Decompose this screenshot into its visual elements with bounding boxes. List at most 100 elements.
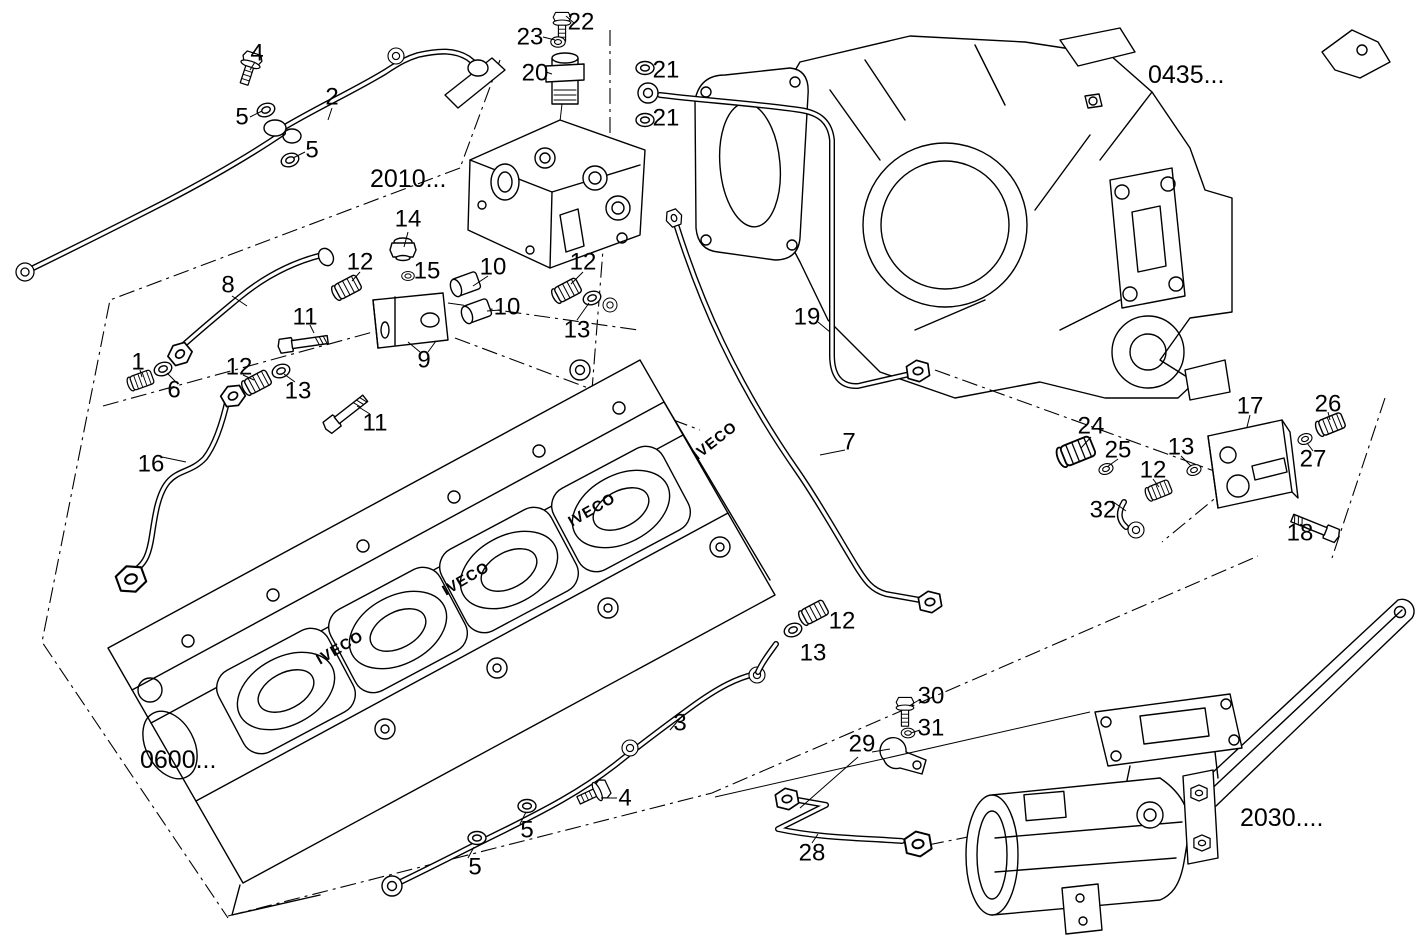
bracket-17 [1207,419,1299,509]
pipe-3-group [381,598,831,897]
banjo-13a [602,297,618,313]
callout-6: 6 [167,377,180,404]
brand-mark-4: IVECO [689,418,740,463]
washer-5c [517,798,537,814]
injector-bosses [374,536,731,740]
callout-1: 1 [131,349,144,376]
callout-12e: 12 [1140,457,1167,484]
pipe3-eyelet-mid [621,739,639,757]
callout-17: 17 [1237,393,1264,420]
washer-13d [1184,462,1204,478]
pipe-16-group [112,368,274,598]
gasket [694,67,809,261]
callout-11b: 11 [363,410,388,437]
bleed-valve-group [545,11,659,157]
callout-30: 30 [918,683,945,710]
bolt-4b [573,777,613,810]
callout-10a: 10 [480,254,507,281]
head-banjo [569,359,591,381]
ref-code-2030: 2030.... [1240,804,1323,832]
filter-head [467,119,646,269]
callout-29: 29 [849,731,876,758]
callout-31: 31 [918,715,945,742]
oring-15 [401,270,415,282]
bushing-10b [460,298,493,325]
callout-12d: 12 [829,608,856,635]
bolt-11a [276,331,330,355]
callout-13d: 13 [1168,434,1195,461]
junction-block-9-group [269,237,618,436]
valve-cover-3 [439,506,579,634]
pipe7-nut [916,588,944,616]
fitting-24 [1053,434,1098,470]
pipe-assembly-2 [15,47,506,282]
pipe7-top-nut [662,206,686,230]
nut-31 [900,727,916,739]
washer-5a [254,100,278,120]
callout-12c: 12 [226,354,253,381]
plug-14 [389,237,417,262]
callout-27: 27 [1300,446,1327,473]
callout-13b: 13 [285,378,312,405]
pipe-7 [662,206,944,616]
washer-5d [467,830,487,846]
pipe3-eyelet-left [381,875,403,897]
clamp-29 [879,737,927,775]
pipe19-nut [904,357,932,385]
callout-22: 22 [568,9,595,36]
washer-27 [1295,431,1315,447]
cylinder-head [107,359,776,916]
callout-10b: 10 [494,294,521,321]
callout-11a: 11 [293,304,318,331]
pipe-19 [657,92,932,390]
compressor-body [965,777,1190,935]
housing-bolt [1084,93,1103,109]
fitting-12a [328,273,364,303]
top-bracket [1059,27,1136,67]
valve-cover-1 [216,627,356,755]
callout-23: 23 [517,24,544,51]
valve-cover-2 [328,566,468,694]
leader-lines [139,15,1331,859]
callout-4a: 4 [250,40,263,67]
washer-5b [278,150,302,170]
valve-cover-4 [551,445,691,573]
callout-5d: 5 [468,854,481,881]
block-9 [372,292,449,349]
pipe-28-group [773,696,934,860]
callout-2: 2 [325,84,338,111]
washer-13c [781,620,805,640]
callout-4b: 4 [618,785,631,812]
pipe2-eyelet [15,262,35,282]
callout-16: 16 [138,451,165,478]
compressor-top-flange [1094,693,1243,791]
fitting-12d [795,598,831,628]
compressor-bracket-2030 [1182,769,1219,865]
pipe28-left-nut [773,785,801,813]
callout-14: 14 [395,206,422,233]
washer-6 [151,359,175,379]
air-compressor [965,598,1415,935]
turbo-flange [1109,167,1186,309]
callout-28: 28 [799,840,826,867]
bushing-10a [449,271,482,298]
callout-15: 15 [414,258,441,285]
pipe2-tee [387,47,405,65]
valve-20 [545,52,585,105]
compressor-arm [1195,598,1415,807]
ref-code-0600: 0600... [140,746,216,774]
callout-32: 32 [1090,497,1117,524]
banjo-21 [637,82,659,104]
fitting-12b [548,276,584,306]
deck-bolts [181,401,626,648]
callout-5c: 5 [520,817,533,844]
callout-21a: 21 [653,57,680,84]
callout-24: 24 [1078,413,1105,440]
washer-23 [550,36,566,48]
callout-8: 8 [221,272,234,299]
callout-5b: 5 [305,137,318,164]
ref-code-0435: 0435... [1148,61,1224,89]
